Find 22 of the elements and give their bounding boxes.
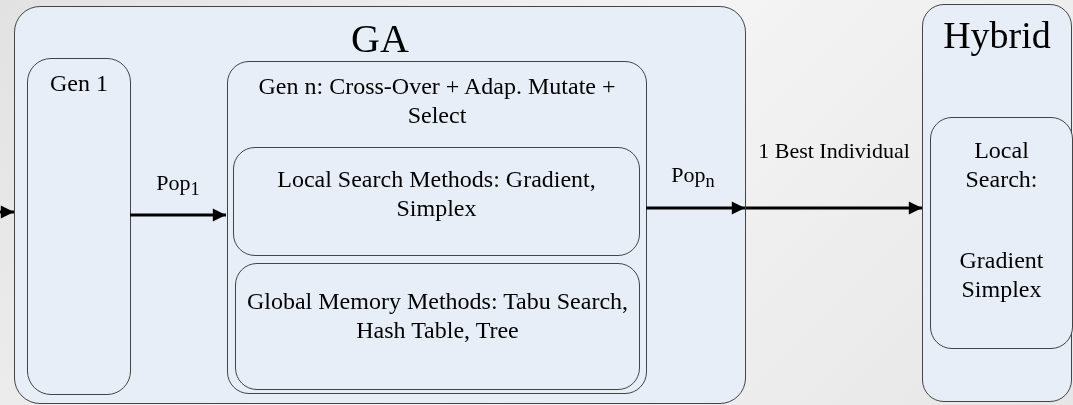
method-box — [930, 117, 1073, 349]
label-text: Gen n: Cross-Over + Adap. Mutate + Select — [257, 72, 617, 130]
edge-label: 1 Best Individual — [757, 138, 911, 165]
label-text: Gen 1 — [49, 69, 109, 98]
label-text: Global Memory Methods: Tabu Search, Hash Table, Tree — [245, 287, 630, 345]
arrow — [646, 201, 745, 215]
arrow — [0, 205, 14, 219]
arrow — [746, 201, 922, 215]
stage-panel — [227, 61, 647, 394]
method-box — [235, 263, 640, 390]
arrow — [130, 208, 226, 222]
edge-label: Pop$_{1}$ — [155, 170, 201, 202]
panel-title: GA — [350, 15, 410, 63]
panel-title: Hybrid — [942, 13, 1052, 58]
label-text: Gradient Simplex — [958, 246, 1045, 304]
panel — [922, 4, 1072, 402]
label-text: Local Search: — [964, 136, 1039, 194]
panel — [14, 6, 746, 404]
stage-panel — [27, 58, 131, 395]
edge-label: Pop$_{n}$ — [670, 162, 716, 194]
label-text: Local Search Methods: Gradient, Simplex — [276, 165, 597, 223]
method-box — [233, 147, 640, 256]
